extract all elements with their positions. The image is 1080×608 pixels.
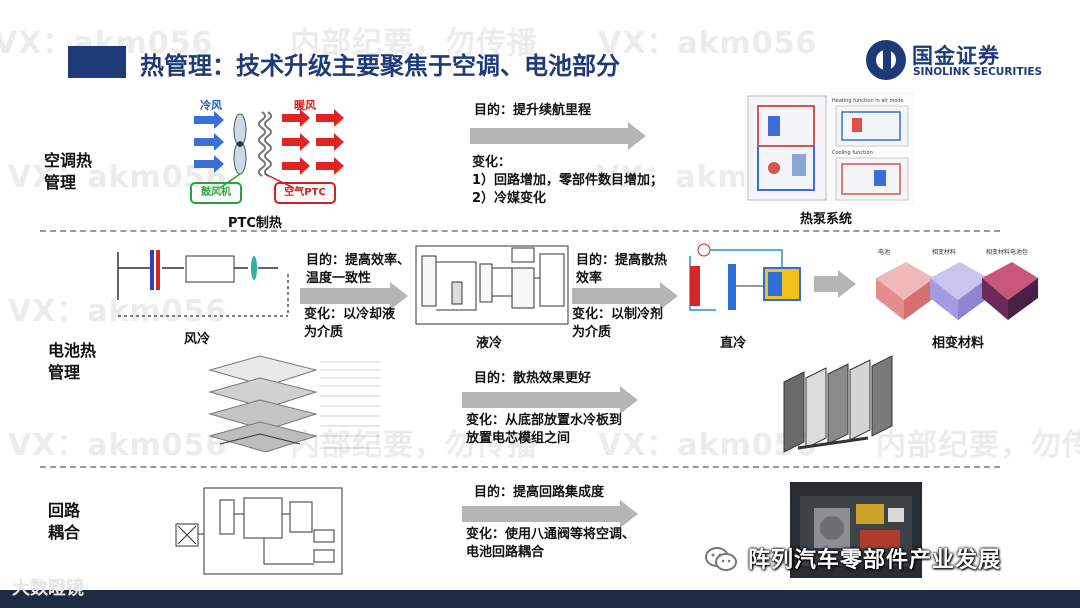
- wechat-account-name: 阵列汽车零部件产业发展: [748, 542, 1001, 574]
- page-title: 热管理：技术升级主要聚焦于空调、电池部分: [140, 46, 620, 81]
- watermark-id: VX：akm056: [8, 420, 227, 464]
- ptc-diagram: 冷风 暖风 鼓风机 空气PTC: [190, 94, 362, 212]
- battery-change-1: 变化：以冷却液 为介质: [304, 306, 395, 342]
- sinolink-logo-icon: [866, 40, 906, 80]
- ptc-flow-graphic: [190, 108, 362, 190]
- loop-coupling-diagram: [174, 484, 348, 578]
- section-ac: 空调热 管理: [44, 150, 92, 194]
- watermark-id: VX：akm056: [598, 18, 817, 62]
- liquid-cooling-diagram: [412, 238, 572, 328]
- footer-bar: [0, 590, 1080, 608]
- logo-name-en: SINOLINK SECURITIES: [913, 66, 1042, 78]
- wechat-icon: [704, 546, 738, 572]
- heat-pump-caption: 热泵系统: [800, 208, 852, 227]
- svg-text:相变材料电池包: 相变材料电池包: [986, 248, 1028, 256]
- ac-change-1: 1）回路增加，零部件数目增加；: [472, 172, 663, 190]
- ac-change-title: 变化：: [472, 154, 511, 172]
- phase-change-caption: 相变材料: [932, 332, 984, 351]
- ac-arrow: [470, 122, 646, 150]
- svg-text:Cooling function: Cooling function: [832, 150, 873, 156]
- loop-arrow: [462, 500, 638, 528]
- phase-change-material-graphic: 电池 相变材料 相变材料电池包: [868, 244, 1040, 328]
- svg-text:电池: 电池: [878, 248, 890, 256]
- air-cooling-caption: 风冷: [184, 328, 210, 347]
- ac-change-2: 2）冷媒变化: [472, 190, 546, 208]
- air-cooling-diagram: [112, 240, 298, 324]
- section-battery: 电池热 管理: [48, 340, 96, 384]
- battery-pack-exploded-graphic: [200, 352, 320, 464]
- battery-change-2: 变化：以制冷剂 为介质: [572, 306, 663, 342]
- liquid-cooling-caption: 液冷: [476, 332, 502, 351]
- blower-label: 鼓风机: [190, 182, 242, 204]
- direct-cooling-caption: 直冷: [720, 332, 746, 351]
- ptc-caption: PTC制热: [228, 212, 282, 231]
- section-divider: [40, 230, 1000, 232]
- footer-brand: 大数瞪镜: [12, 574, 84, 600]
- watermark-text: 内部纪要，勿传播: [876, 420, 1080, 464]
- ac-goal: 目的：提升续航里程: [474, 102, 591, 120]
- battery-change-3: 变化：从底部放置水冷板到 放置电芯模组之间: [466, 412, 622, 448]
- section-loop: 回路 耦合: [48, 500, 80, 544]
- section-divider: [40, 466, 1000, 468]
- loop-change: 变化：使用八通阀等将空调、 电池回路耦合: [466, 526, 635, 562]
- battery-pack-legend: [318, 356, 382, 460]
- heat-pump-diagram: Heating function in air mode Cooling fun…: [744, 92, 914, 204]
- direct-cooling-diagram: [684, 240, 812, 328]
- ptc-air-label: 空气PTC: [274, 182, 336, 204]
- title-accent-bar: [68, 46, 126, 78]
- battery-arrow-3: [814, 270, 856, 298]
- cold-plate-module-graphic: [778, 352, 904, 454]
- svg-text:相变材料: 相变材料: [932, 248, 956, 256]
- battery-arrow-4: [462, 386, 638, 414]
- svg-text:Heating function in air mode: Heating function in air mode: [832, 98, 904, 104]
